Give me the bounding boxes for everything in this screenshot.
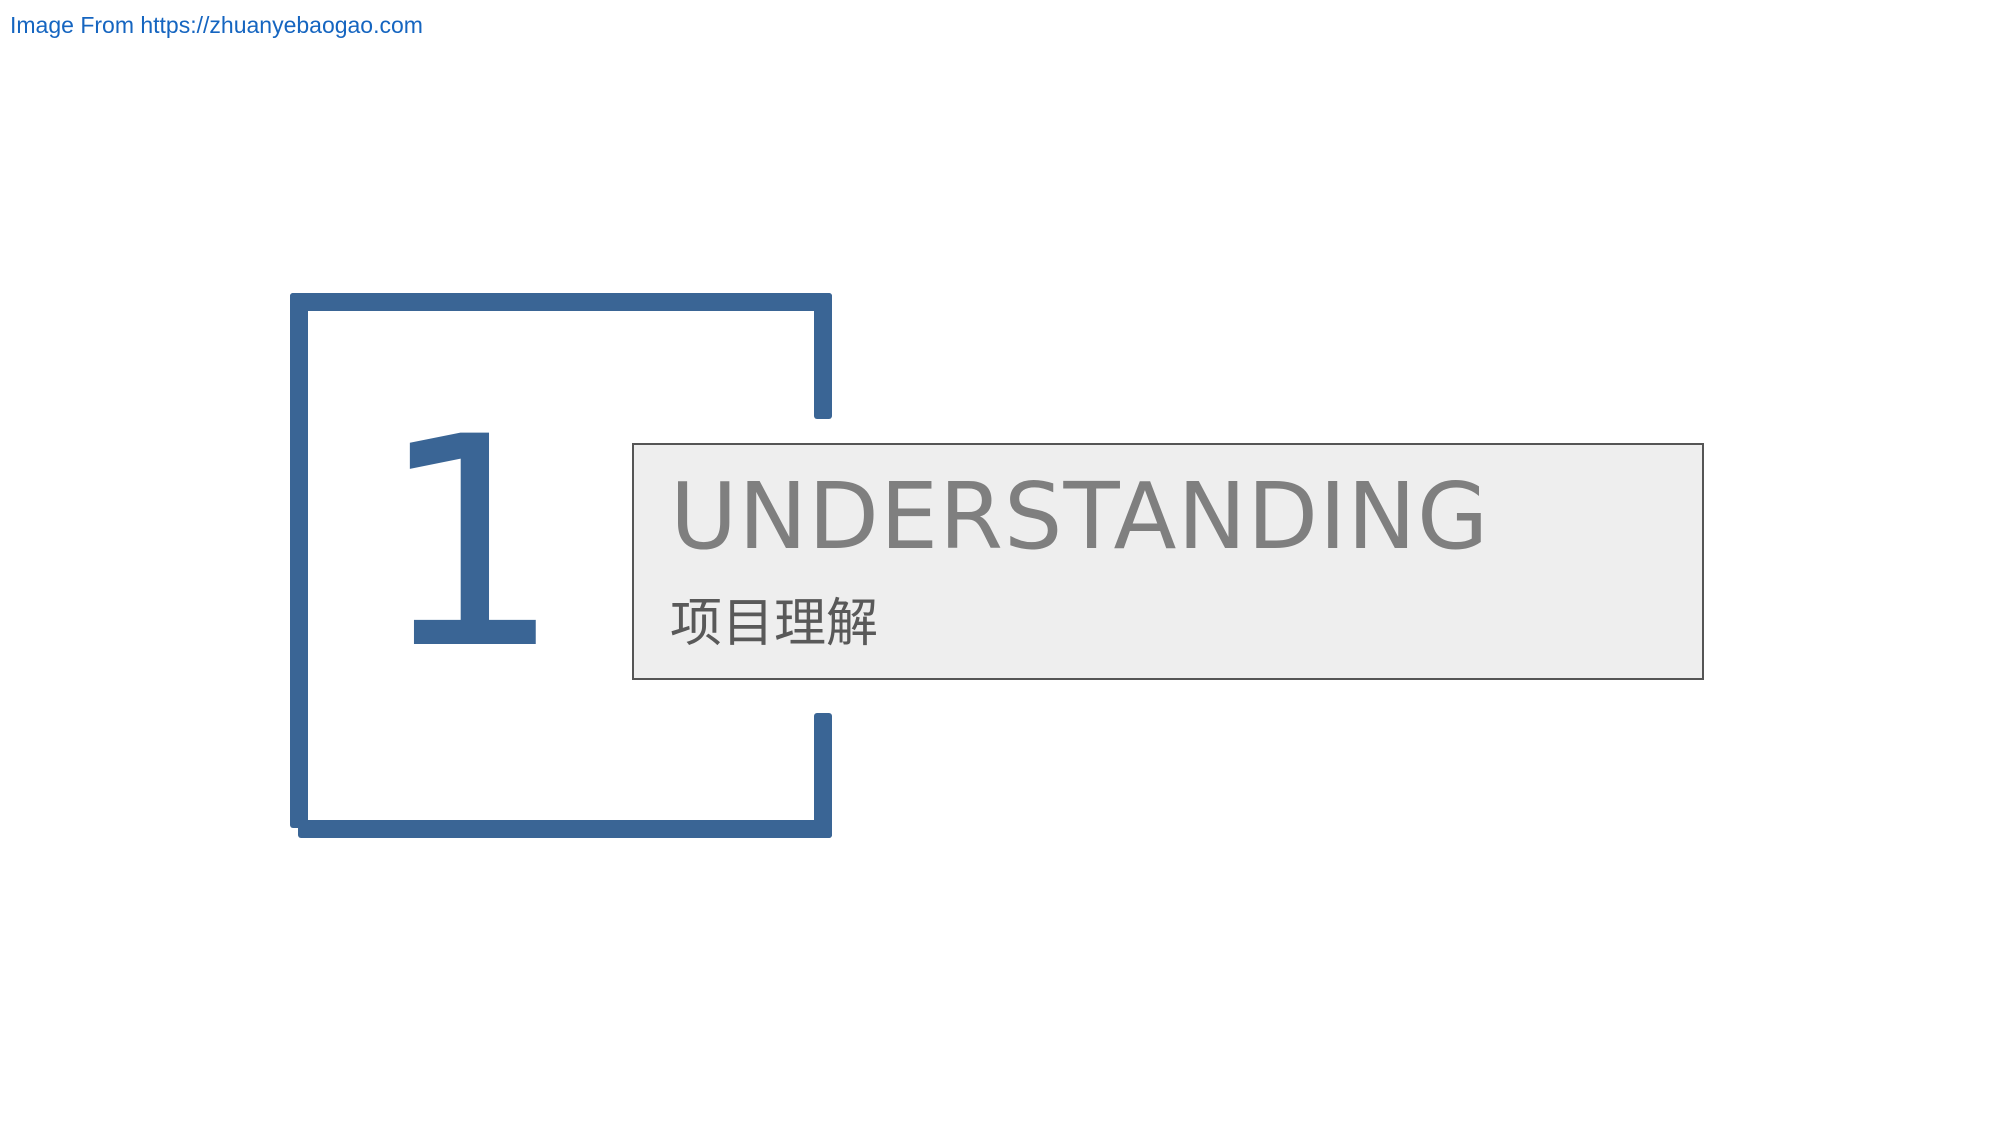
frame-right-edge-lower	[814, 713, 832, 838]
section-title-cn: 项目理解	[670, 594, 879, 654]
number-frame	[290, 293, 832, 838]
section-title-box: UNDERSTANDING 项目理解	[632, 443, 1704, 680]
frame-bottom-edge	[298, 820, 832, 838]
source-link[interactable]: Image From https://zhuanyebaogao.com	[10, 12, 423, 38]
frame-left-edge	[290, 293, 308, 828]
section-number: 1	[378, 376, 563, 713]
frame-top-edge	[290, 293, 832, 311]
section-title-en: UNDERSTANDING	[670, 463, 1490, 570]
frame-right-edge-upper	[814, 293, 832, 419]
